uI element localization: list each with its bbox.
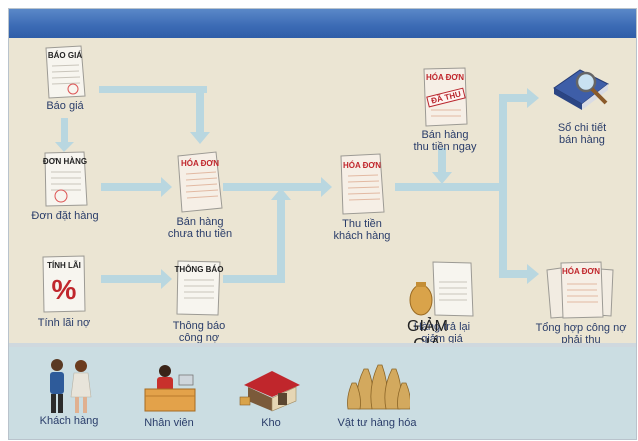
flow-diagram: BÁO GIÁ Báo giá ĐƠN HÀNG Đơn đặt hàng xyxy=(9,38,636,353)
arrowhead-so-chi-tiet xyxy=(527,88,539,108)
tong-hop-doc-title: HÓA ĐƠN xyxy=(561,267,601,276)
staff-label: Nhân viên xyxy=(144,417,194,429)
footer-panel: Khách hàng Nhân viên Kho xyxy=(9,347,636,439)
arrowhead-thong-bao-up xyxy=(271,188,291,200)
warehouse-icon xyxy=(239,371,300,412)
giam-gia-icon: GIẢM GIÁ xyxy=(407,260,477,353)
bao-gia-document-icon: BÁO GIÁ xyxy=(43,44,87,100)
tinh-lai-doc-title: TÍNH LÃI xyxy=(47,261,81,270)
thu-ngay-document-icon: HÓA ĐƠN ĐÃ THU xyxy=(421,66,469,128)
percent-icon: % xyxy=(51,274,77,305)
node-giam-gia[interactable]: GIẢM GIÁ Hàng trả lại giảm giá xyxy=(397,260,487,353)
node-ban-hang-thu-ngay[interactable]: HÓA ĐƠN ĐÃ THU Bán hàng thu tiền ngay xyxy=(405,66,485,153)
arrow-tinh-lai-right xyxy=(101,275,163,283)
arrow-to-so-chi-tiet xyxy=(499,94,529,102)
footer-customers[interactable]: Khách hàng xyxy=(31,357,107,427)
thu-ngay-label-2: thu tiền ngay xyxy=(413,141,477,153)
thu-tien-document-icon: HÓA ĐƠN xyxy=(338,152,386,216)
goods-label: Vật tư hàng hóa xyxy=(337,417,417,429)
arrow-thu-tien-right xyxy=(395,183,507,191)
arrowhead-thu-ngay-down xyxy=(432,172,452,184)
staff-icon xyxy=(144,365,196,412)
thu-tien-doc-title: HÓA ĐƠN xyxy=(342,161,382,170)
tinh-lai-label: Tính lãi nợ xyxy=(37,317,91,329)
don-hang-label: Đơn đặt hàng xyxy=(31,210,99,222)
arrow-hoadon-to-thu-tien xyxy=(223,183,323,191)
footer-warehouse[interactable]: Kho xyxy=(233,367,309,429)
goods-sacks-icon xyxy=(347,364,410,410)
ban-hang-chua-thu-label-2: chưa thu tiền xyxy=(167,228,233,240)
thong-bao-document-icon: THÔNG BÁO xyxy=(174,258,224,318)
node-so-chi-tiet[interactable]: Sổ chi tiết bán hàng xyxy=(541,60,623,146)
thong-bao-doc-title: THÔNG BÁO xyxy=(174,265,224,274)
giam-gia-label-2: giảm giá xyxy=(421,333,463,345)
bao-gia-label: Báo giá xyxy=(46,100,84,112)
thu-ngay-doc-title: HÓA ĐƠN xyxy=(425,73,465,82)
hoa-don-doc-title: HÓA ĐƠN xyxy=(180,159,220,168)
arrowhead-tinh-lai-thong-bao xyxy=(161,269,172,289)
customers-icon xyxy=(50,359,92,413)
tinh-lai-document-icon: TÍNH LÃI % xyxy=(40,254,88,314)
thong-bao-label-1: Thông báo xyxy=(172,320,226,332)
warehouse-label: Kho xyxy=(261,417,281,429)
arrow-bao-gia-right xyxy=(99,86,207,93)
don-hang-doc-title: ĐƠN HÀNG xyxy=(42,157,88,166)
arrow-thong-bao-right xyxy=(223,275,285,283)
flow-arrows xyxy=(55,86,539,289)
node-thong-bao[interactable]: THÔNG BÁO Thông báo công nợ xyxy=(161,258,237,344)
node-thu-tien[interactable]: HÓA ĐƠN Thu tiền khách hàng xyxy=(327,152,397,242)
app-frame: BÁO GIÁ Báo giá ĐƠN HÀNG Đơn đặt hàng xyxy=(8,8,637,440)
title-bar xyxy=(9,9,636,38)
node-ban-hang-chua-thu[interactable]: HÓA ĐƠN Bán hàng chưa thu tiền xyxy=(159,150,241,240)
arrowhead-to-don-hang xyxy=(55,142,74,152)
hoa-don-document-icon: HÓA ĐƠN xyxy=(176,150,224,214)
thu-tien-label-1: Thu tiền xyxy=(342,218,382,230)
thu-tien-label-2: khách hàng xyxy=(333,230,391,242)
arrow-trunk-vertical xyxy=(499,94,507,278)
node-don-hang[interactable]: ĐƠN HÀNG Đơn đặt hàng xyxy=(23,150,107,222)
footer-staff[interactable]: Nhân viên xyxy=(131,361,207,429)
arrowhead-to-hoadon-top xyxy=(190,132,210,144)
node-tong-hop[interactable]: HÓA ĐƠN Tổng hợp công nợ phải thu xyxy=(529,260,633,346)
arrow-bao-gia-down xyxy=(61,118,68,144)
bao-gia-doc-title: BÁO GIÁ xyxy=(47,51,83,60)
ban-hang-chua-thu-label-1: Bán hàng xyxy=(176,216,224,228)
arrow-don-hang-right xyxy=(101,183,163,191)
tong-hop-documents-icon: HÓA ĐƠN xyxy=(545,260,617,320)
separator xyxy=(9,343,636,347)
node-tinh-lai[interactable]: TÍNH LÃI % Tính lãi nợ xyxy=(31,254,97,329)
so-chi-tiet-label-2: bán hàng xyxy=(559,134,605,146)
arrow-thu-ngay-down xyxy=(438,148,446,174)
node-bao-gia[interactable]: BÁO GIÁ Báo giá xyxy=(34,44,96,112)
thu-ngay-label-1: Bán hàng xyxy=(421,129,469,141)
ledger-magnifier-icon xyxy=(553,69,609,110)
giam-gia-label-1: Hàng trả lại xyxy=(413,321,471,333)
arrowhead-to-thu-tien xyxy=(321,177,332,197)
vase-icon xyxy=(409,284,433,316)
customers-label: Khách hàng xyxy=(39,415,99,427)
arrowhead-tong-hop xyxy=(527,264,539,284)
thong-bao-label-2: công nợ xyxy=(178,332,220,344)
arrow-bao-gia-down-to-hoadon xyxy=(196,86,204,134)
tong-hop-label-1: Tổng hợp công nợ xyxy=(535,322,627,334)
arrowhead-don-hang-hoadon xyxy=(161,177,172,197)
arrow-thong-bao-up xyxy=(277,198,285,283)
arrow-to-tong-hop xyxy=(499,270,529,278)
footer-goods[interactable]: Vật tư hàng hóa xyxy=(331,361,423,429)
don-hang-document-icon: ĐƠN HÀNG xyxy=(41,150,89,208)
so-chi-tiet-label-1: Sổ chi tiết xyxy=(557,122,607,134)
